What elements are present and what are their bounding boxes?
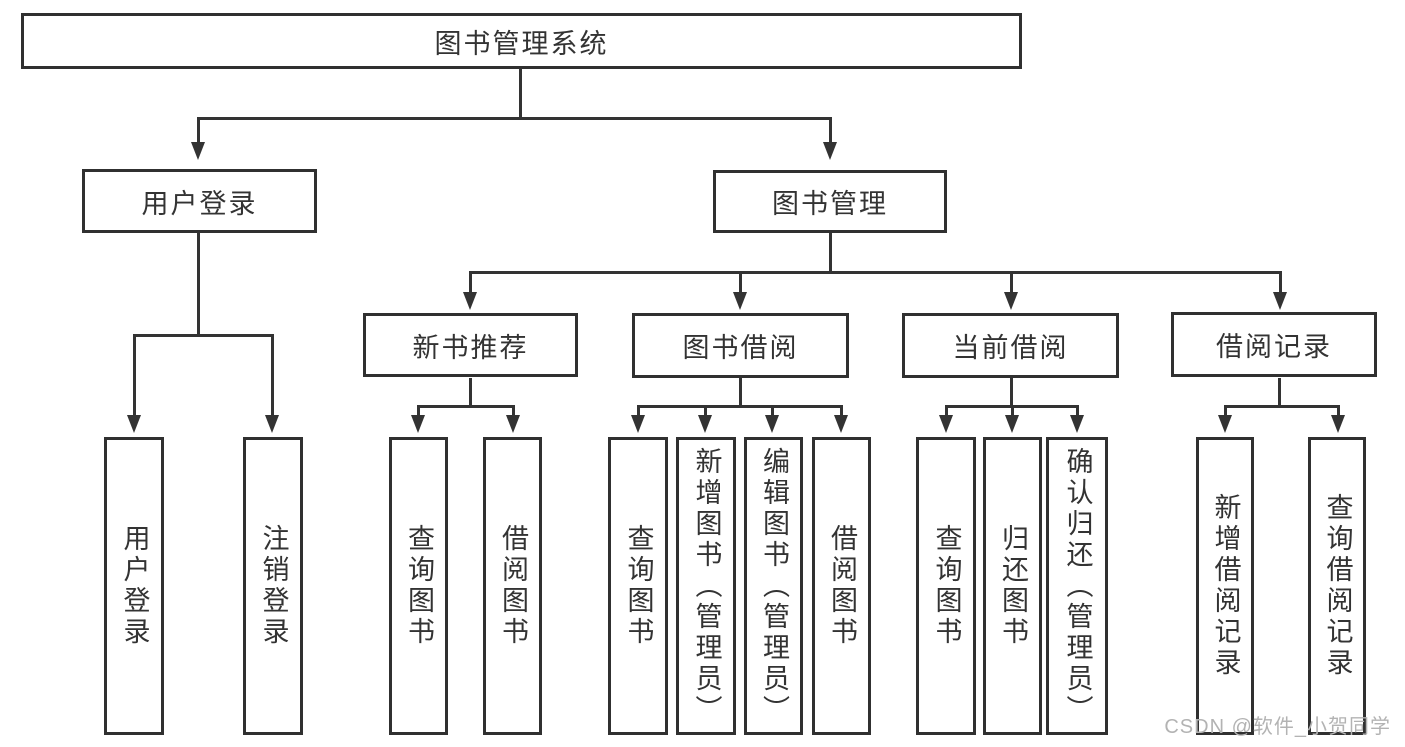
connector-line (271, 334, 274, 417)
arrow-down-icon (1218, 415, 1232, 433)
connector-line (469, 378, 472, 407)
arrow-down-icon (1005, 415, 1019, 433)
leaf-query-books-2-label: 查询图书 (623, 524, 654, 648)
watermark: CSDN @软件_小贺同学 (1164, 716, 1391, 738)
leaf-borrow-books-2: 借阅图书 (812, 437, 871, 735)
leaf-query-books-3: 查询图书 (916, 437, 976, 735)
node-book-borrow-label: 图书借阅 (682, 333, 799, 363)
node-borrow-record: 借阅记录 (1171, 312, 1377, 377)
node-root: 图书管理系统 (21, 13, 1022, 69)
arrow-down-icon (733, 292, 747, 310)
connector-line (519, 68, 522, 119)
leaf-return-books-label: 归还图书 (998, 524, 1028, 648)
node-new-book-recommend-label: 新书推荐 (412, 332, 529, 363)
connector-line (1224, 405, 1340, 408)
connector-line (829, 117, 832, 144)
node-user-login: 用户登录 (82, 169, 317, 233)
leaf-add-books-admin: 新增图书（管理员） (676, 437, 736, 735)
leaf-add-borrow-record: 新增借阅记录 (1196, 437, 1254, 735)
connector-line (1279, 271, 1282, 294)
node-new-book-recommend: 新书推荐 (363, 313, 578, 377)
connector-line (1010, 271, 1013, 294)
leaf-query-books-1: 查询图书 (389, 437, 448, 735)
connector-line (469, 271, 472, 294)
arrow-down-icon (1004, 292, 1018, 310)
leaf-logout: 注销登录 (243, 437, 303, 735)
connector-line (771, 405, 774, 418)
connector-line (829, 233, 832, 273)
arrow-down-icon (823, 142, 837, 160)
arrow-down-icon (834, 415, 848, 433)
arrow-down-icon (765, 415, 779, 433)
arrow-down-icon (265, 415, 279, 433)
connector-line (417, 405, 515, 408)
connector-line (1337, 405, 1340, 418)
arrow-down-icon (1070, 415, 1084, 433)
connector-line (637, 405, 640, 418)
arrow-down-icon (1273, 292, 1287, 310)
leaf-user-login-label: 用户登录 (119, 524, 150, 648)
leaf-confirm-return-admin: 确认归还（管理员） (1046, 437, 1108, 735)
connector-line (469, 271, 1282, 274)
connector-line (1011, 405, 1014, 418)
connector-line (197, 117, 832, 120)
leaf-edit-books-admin: 编辑图书（管理员） (744, 437, 803, 735)
leaf-return-books: 归还图书 (983, 437, 1042, 735)
connector-line (417, 405, 420, 418)
arrow-down-icon (1331, 415, 1345, 433)
arrow-down-icon (463, 292, 477, 310)
connector-line (945, 405, 948, 418)
leaf-query-borrow-record: 查询借阅记录 (1308, 437, 1366, 735)
connector-line (1076, 405, 1079, 418)
node-user-login-label: 用户登录 (141, 188, 258, 219)
arrow-down-icon (631, 415, 645, 433)
leaf-query-borrow-record-label: 查询借阅记录 (1322, 493, 1353, 679)
leaf-borrow-books-2-label: 借阅图书 (827, 524, 857, 648)
node-current-borrow-label: 当前借阅 (952, 333, 1069, 363)
connector-line (739, 378, 742, 407)
connector-line (637, 405, 843, 408)
node-book-management: 图书管理 (713, 170, 947, 233)
arrow-down-icon (698, 415, 712, 433)
node-book-borrow: 图书借阅 (632, 313, 849, 378)
connector-line (1224, 405, 1227, 418)
leaf-query-books-2: 查询图书 (608, 437, 668, 735)
connector-line (704, 405, 707, 418)
leaf-add-books-admin-label: 新增图书（管理员） (691, 446, 722, 726)
node-borrow-record-label: 借阅记录 (1216, 332, 1332, 362)
connector-line (1010, 378, 1013, 407)
arrow-down-icon (411, 415, 425, 433)
connector-line (197, 117, 200, 144)
leaf-edit-books-admin-label: 编辑图书（管理员） (759, 446, 789, 726)
leaf-confirm-return-admin-label: 确认归还（管理员） (1062, 446, 1093, 726)
node-root-label: 图书管理系统 (434, 28, 609, 59)
connector-line (840, 405, 843, 418)
arrow-down-icon (939, 415, 953, 433)
connector-line (197, 232, 200, 336)
leaf-user-login: 用户登录 (104, 437, 164, 735)
leaf-logout-label: 注销登录 (258, 524, 289, 648)
node-book-management-label: 图书管理 (772, 189, 888, 219)
leaf-add-borrow-record-label: 新增借阅记录 (1210, 493, 1241, 679)
leaf-borrow-books-1: 借阅图书 (483, 437, 542, 735)
leaf-borrow-books-1-label: 借阅图书 (498, 524, 528, 648)
connector-line (739, 271, 742, 294)
node-current-borrow: 当前借阅 (902, 313, 1119, 378)
leaf-query-books-1-label: 查询图书 (404, 524, 434, 648)
connector-line (133, 334, 274, 337)
connector-line (133, 334, 136, 417)
arrow-down-icon (127, 415, 141, 433)
arrow-down-icon (191, 142, 205, 160)
arrow-down-icon (506, 415, 520, 433)
connector-line (1278, 378, 1281, 407)
leaf-query-books-3-label: 查询图书 (931, 524, 962, 648)
connector-line (512, 405, 515, 418)
